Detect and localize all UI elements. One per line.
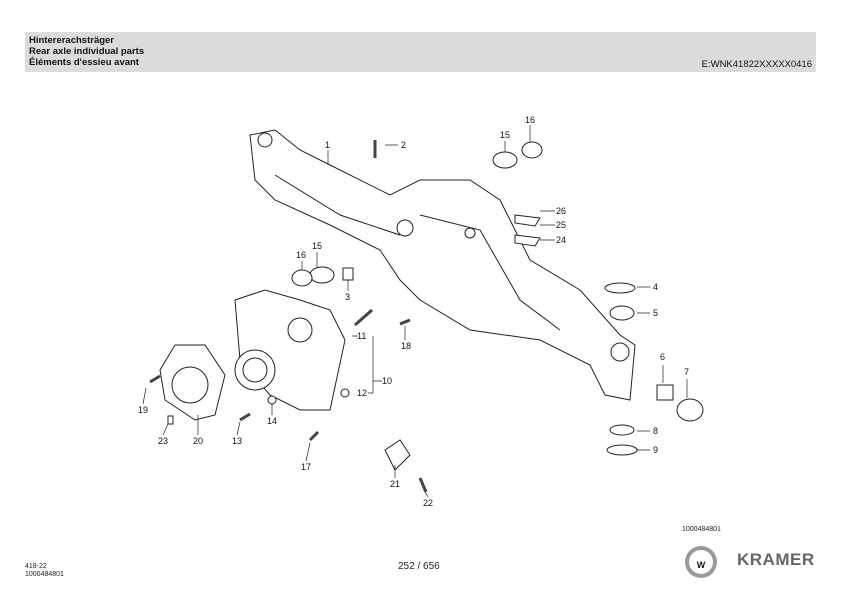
callout: 22 — [423, 498, 433, 508]
callout: 20 — [193, 436, 203, 446]
model-code: E:WNK41822XXXXX0416 — [701, 59, 812, 70]
callout: 8 — [653, 426, 658, 436]
title-en: Rear axle individual parts — [29, 46, 145, 57]
callout: 14 — [267, 416, 277, 426]
callout: 24 — [556, 235, 566, 245]
brand-name: KRAMER — [737, 550, 815, 569]
title-fr: Éléments d'essieu avant — [29, 57, 139, 68]
figure-id: 1000484801 — [682, 526, 721, 533]
page-number: 252 / 656 — [398, 561, 440, 572]
doc-ref: 418-22 — [25, 563, 47, 570]
callout: 9 — [653, 445, 658, 455]
leader-lines — [142, 125, 688, 498]
callout: 10 — [382, 376, 392, 386]
callout: 16 — [296, 250, 306, 260]
callout: 15 — [312, 241, 322, 251]
callout: 23 — [158, 436, 168, 446]
title-de: Hintererachsträger — [29, 35, 115, 46]
callout: 7 — [684, 367, 689, 377]
wacker-logo-icon: W — [685, 546, 717, 578]
callout: 2 — [401, 140, 406, 150]
callout: 18 — [401, 341, 411, 351]
callout: 5 — [653, 308, 658, 318]
callout: 21 — [390, 479, 400, 489]
svg-text:W: W — [697, 560, 706, 570]
callout: 4 — [653, 282, 658, 292]
callout: 25 — [556, 220, 566, 230]
callout: 3 — [345, 292, 350, 302]
callout: 16 — [525, 115, 535, 125]
callout: 19 — [138, 405, 148, 415]
callout: 1 — [325, 140, 330, 150]
axle-beam — [249, 129, 636, 401]
callout: 17 — [301, 462, 311, 472]
page-header: Hintererachsträger Rear axle individual … — [25, 32, 816, 72]
callout: 12 — [357, 388, 367, 398]
doc-number: 1000484801 — [25, 571, 64, 578]
callout: 13 — [232, 436, 242, 446]
callout: 26 — [556, 206, 566, 216]
callout: 6 — [660, 352, 665, 362]
callout-labels: 1 2 3 4 5 6 7 8 9 10 11 12 13 14 15 16 1… — [138, 115, 689, 508]
callout: 15 — [500, 130, 510, 140]
callout: 11 — [357, 331, 366, 341]
